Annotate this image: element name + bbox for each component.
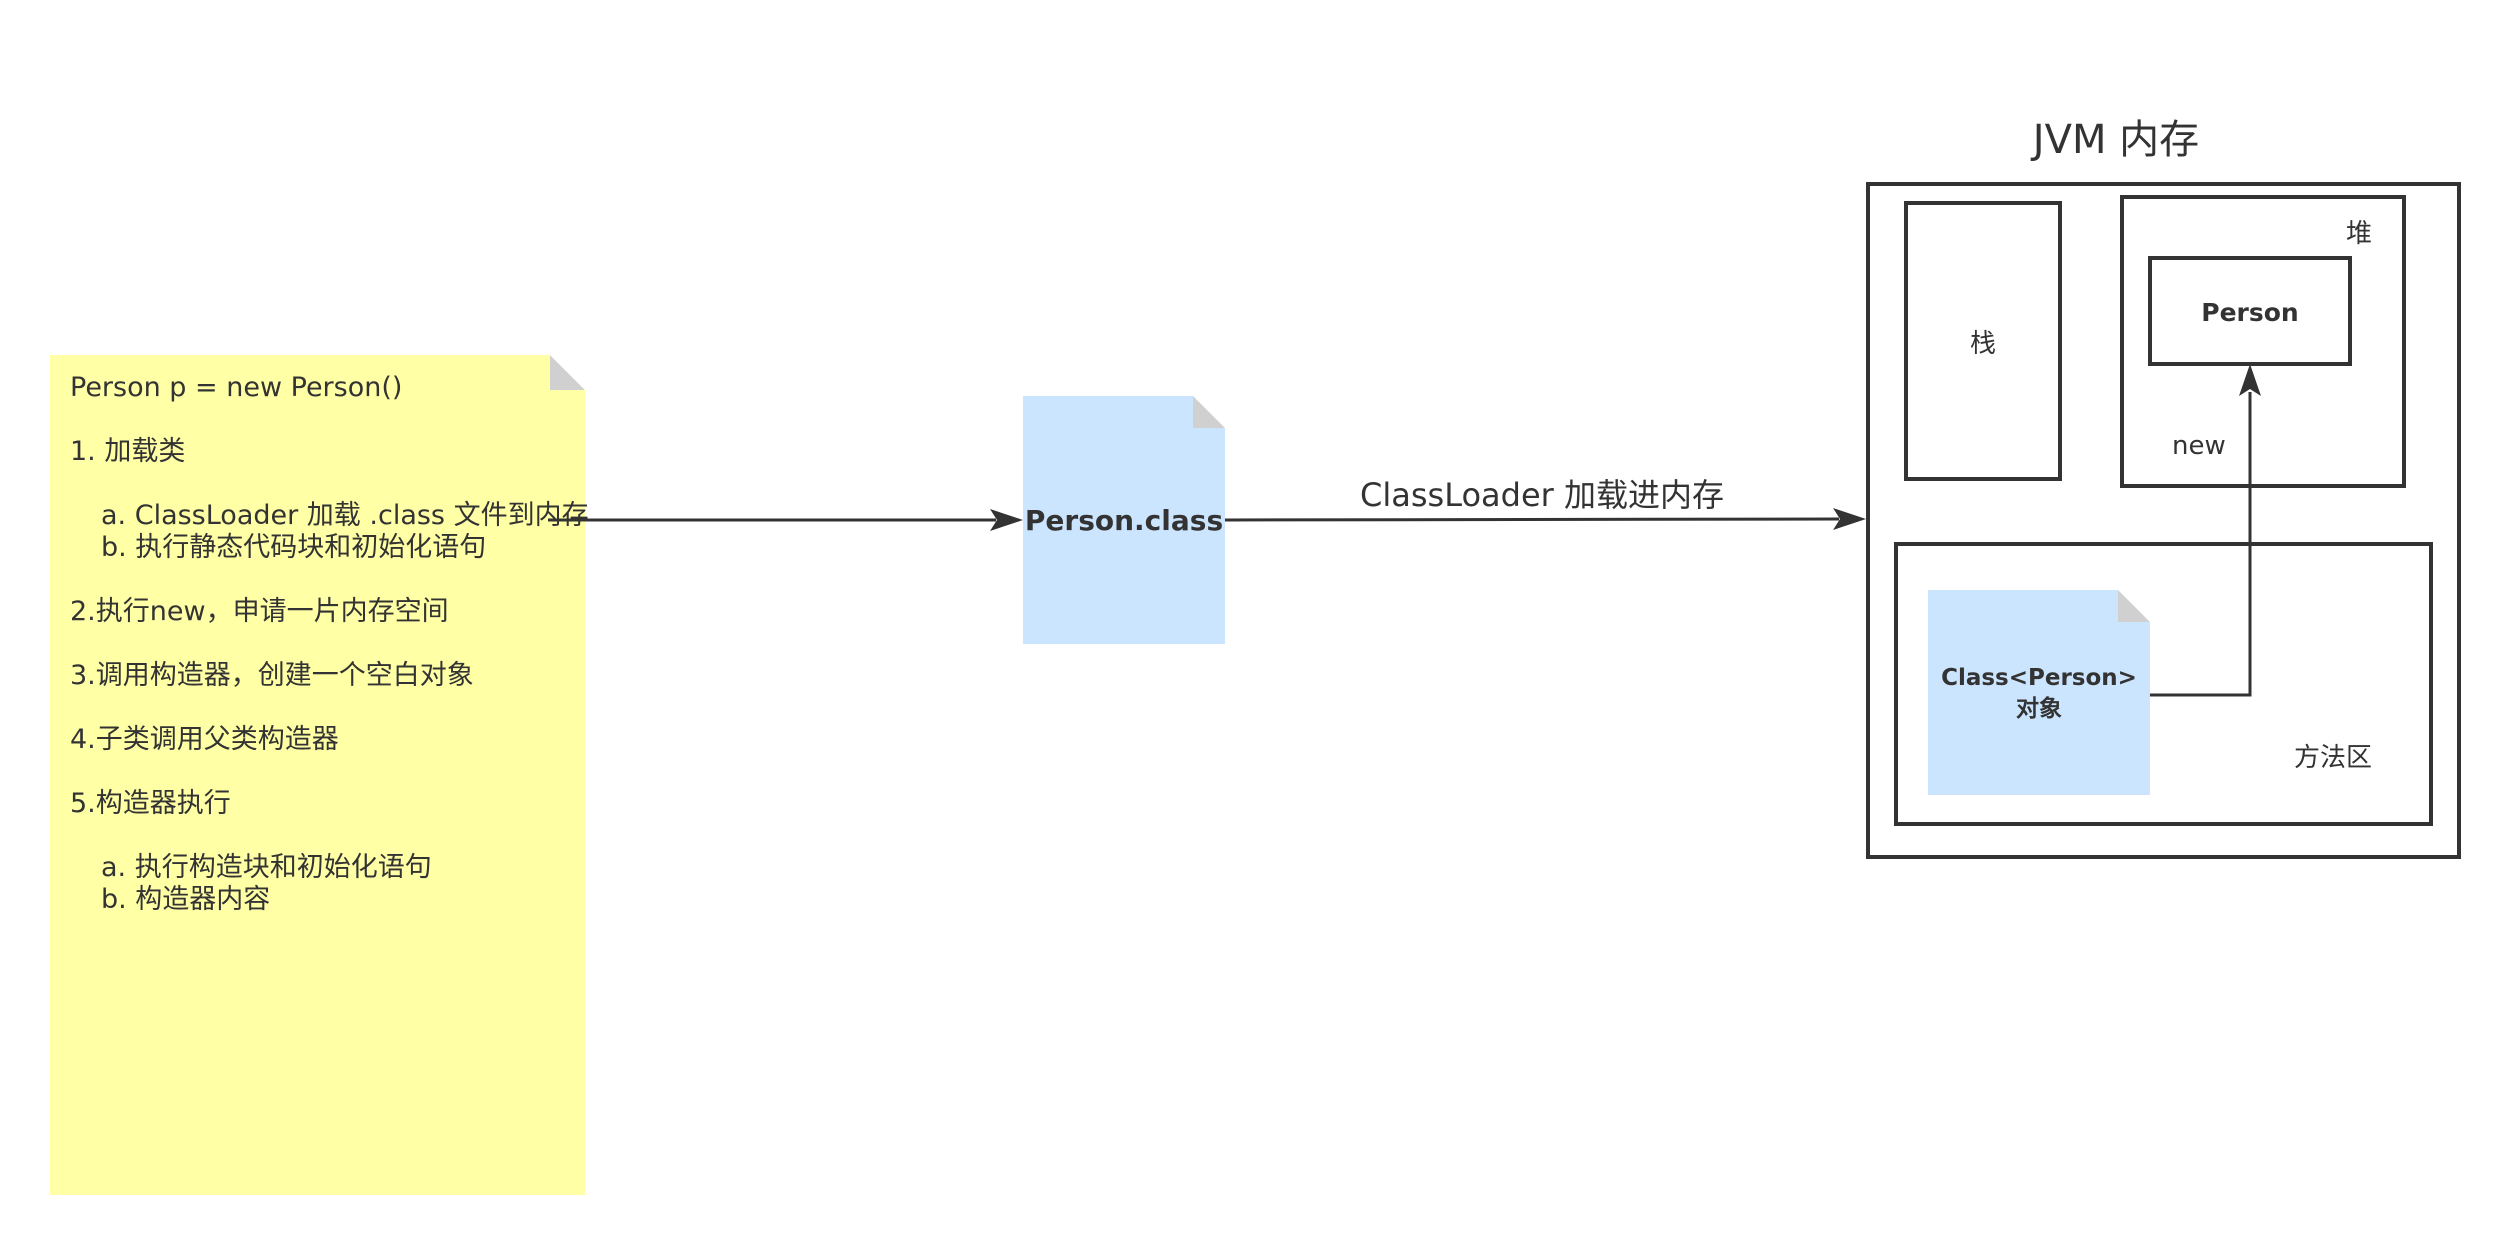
note-fold-corner (550, 355, 585, 390)
arrowhead-class (990, 509, 1023, 531)
stack-box (1904, 201, 2062, 481)
person-object-label: Person (2201, 298, 2299, 327)
class-object-label-line1: Class<Person> (1941, 665, 2137, 691)
note-title: Person p = new Person() (70, 372, 403, 403)
class-object-label-line2: 对象 (2016, 696, 2062, 722)
note-step-1b: b. 执行静态代码块和初始化语句 (101, 532, 487, 563)
person-class-label: Person.class (1024, 504, 1224, 537)
note-step-1: 1. 加载类 (70, 436, 186, 467)
note-step-3: 3.调用构造器，创建一个空白对象 (70, 660, 474, 691)
note-step-2: 2.执行new，申请一片内存空间 (70, 596, 449, 627)
sticky-note (50, 355, 585, 1195)
note-step-4: 4.子类调用父类构造器 (70, 724, 339, 755)
arrowhead-jvm (1833, 508, 1866, 530)
note-step-5: 5.构造器执行 (70, 788, 231, 819)
arrow-class-to-jvm (1224, 517, 1840, 522)
stack-label: 栈 (1969, 329, 1996, 359)
new-label: new (2172, 431, 2226, 461)
note-step-5a: a. 执行构造块和初始化语句 (101, 852, 432, 883)
person-class-file (1023, 396, 1225, 644)
note-text: Person p = new Person() 1. 加载类 a. ClassL… (70, 372, 590, 916)
class-object-label: Class<Person> 对象 (1928, 663, 2150, 725)
doc-fold-corner (1193, 396, 1225, 428)
classloader-arrow-label: ClassLoader 加载进内存 (1360, 474, 1724, 516)
note-step-5b: b. 构造器内容 (101, 884, 271, 915)
class-object-fold-corner (2118, 590, 2150, 622)
heap-label: 堆 (2346, 219, 2373, 249)
class-object-file (1928, 590, 2150, 795)
jvm-memory-title: JVM 内存 (2032, 117, 2200, 163)
arrow-new-instance (2150, 392, 2252, 697)
arrowhead-person (2239, 364, 2261, 396)
note-step-1a: a. ClassLoader 加载 .class 文件到内存 (101, 500, 589, 531)
method-area-label: 方法区 (2294, 743, 2373, 773)
